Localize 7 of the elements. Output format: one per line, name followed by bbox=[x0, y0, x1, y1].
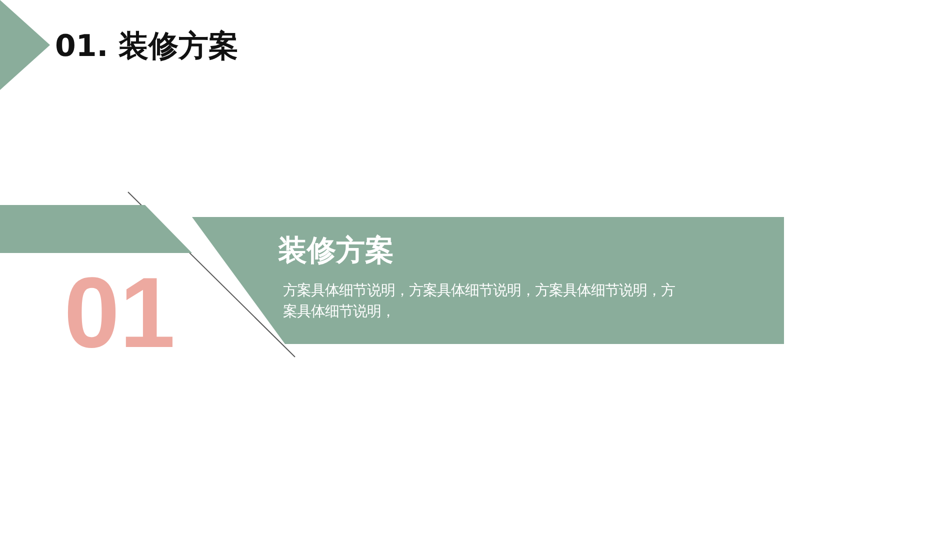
banner-panel bbox=[192, 217, 784, 344]
triangle-marker bbox=[0, 0, 50, 90]
big-number: 01 bbox=[64, 258, 176, 368]
ribbon-bar bbox=[0, 205, 192, 253]
banner-heading: 装修方案 bbox=[278, 232, 394, 269]
banner-text: 方案具体细节说明，方案具体细节说明，方案具体细节说明，方案具体细节说明， bbox=[283, 282, 676, 322]
slide-title: 01. 装修方案 bbox=[55, 28, 239, 66]
